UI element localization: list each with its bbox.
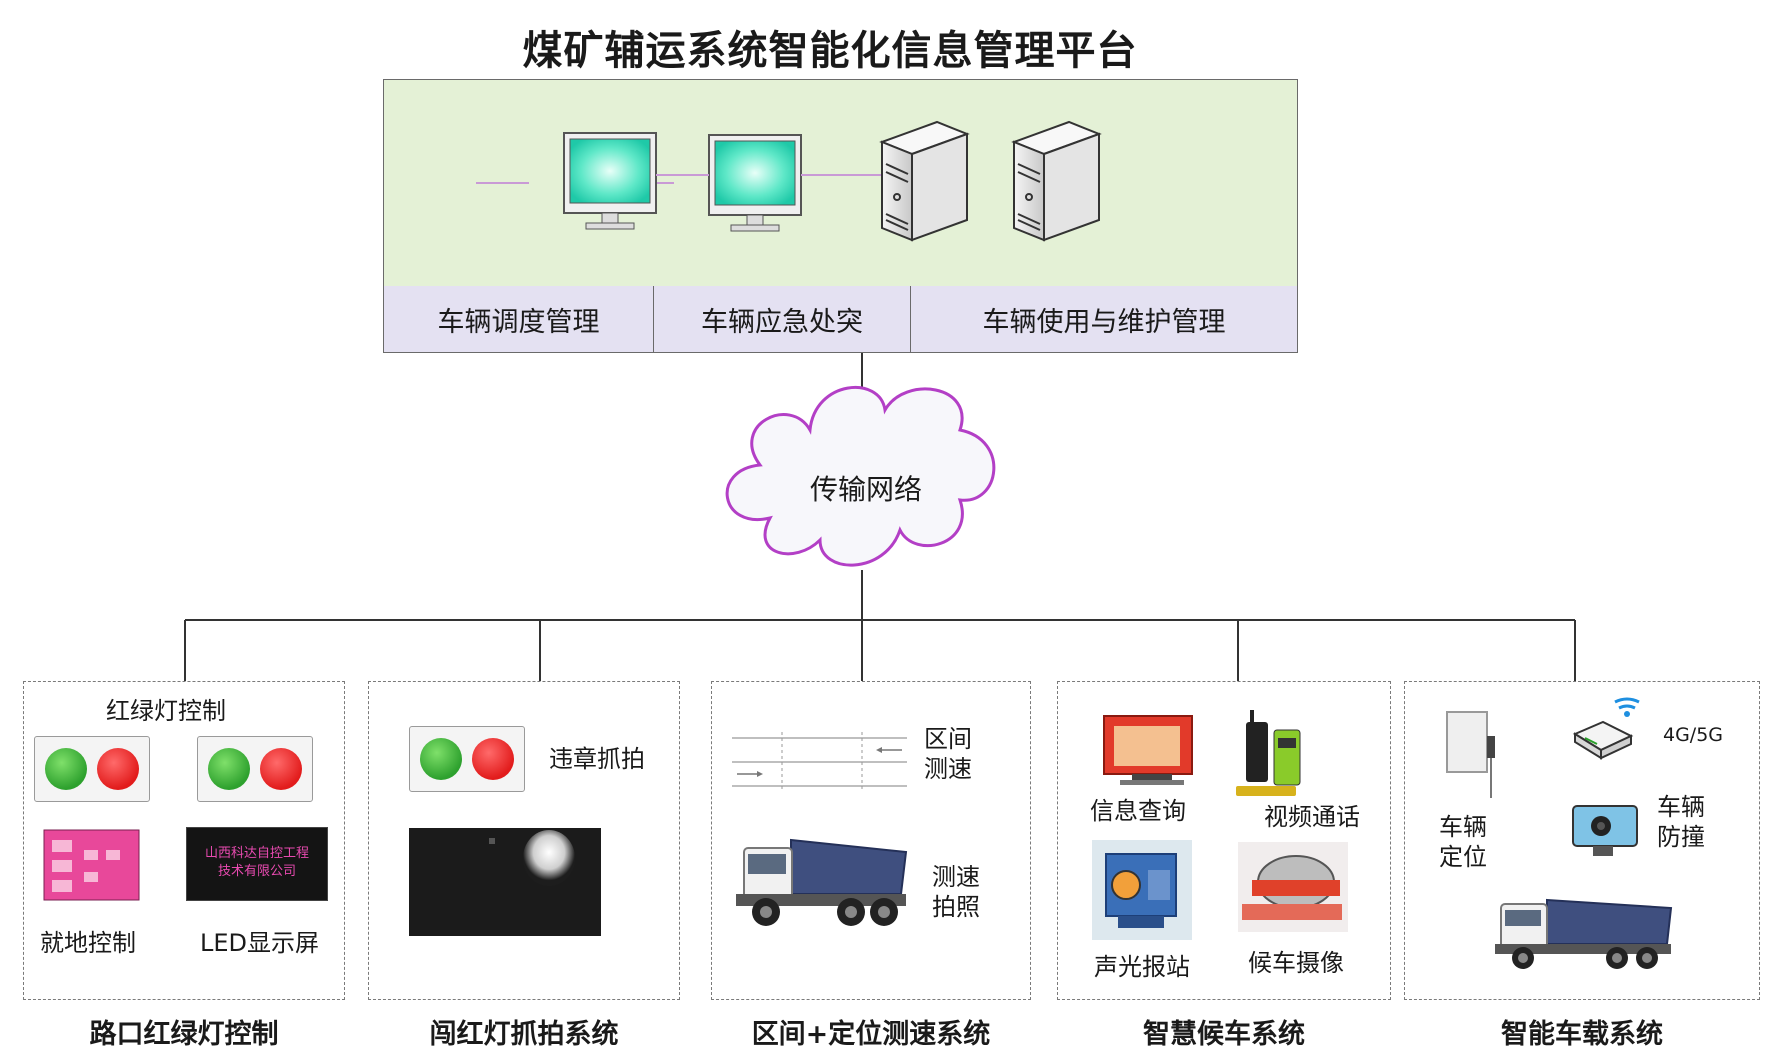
green-light-icon bbox=[208, 748, 250, 790]
green-light-icon bbox=[45, 748, 87, 790]
label-speed-photo: 测速 拍照 bbox=[932, 862, 980, 922]
subsystem-title-red-light-capture: 闯红灯抓拍系统 bbox=[429, 1019, 619, 1050]
positioning-reader-icon bbox=[1446, 711, 1495, 798]
platform-hardware-area bbox=[384, 80, 1297, 287]
module-vehicle-dispatch: 车辆调度管理 bbox=[384, 286, 654, 352]
subsystem-red-light-capture: 违章抓拍 bbox=[368, 681, 680, 1000]
platform-box: 车辆调度管理 车辆应急处突 车辆使用与维护管理 bbox=[383, 79, 1298, 353]
traffic-light-icon bbox=[197, 736, 313, 802]
red-light-icon bbox=[97, 748, 139, 790]
red-light-icon bbox=[260, 748, 302, 790]
info-terminal-icon bbox=[1103, 715, 1193, 785]
monitor-icon bbox=[563, 132, 657, 230]
platform-modules: 车辆调度管理 车辆应急处突 车辆使用与维护管理 bbox=[384, 286, 1297, 352]
cloud-icon bbox=[725, 386, 996, 567]
traffic-light-icon bbox=[34, 736, 150, 802]
platform-hardware-illustration bbox=[476, 120, 1102, 242]
led-display-text: 山西科达自控工程技术有限公司 bbox=[204, 846, 309, 879]
label-traffic-light-control: 红绿灯控制 bbox=[106, 697, 226, 725]
subsystem-speed-measurement: 区间 测速 测速 拍照 bbox=[711, 681, 1031, 1000]
traffic-light-icon bbox=[409, 726, 525, 792]
label-section-speed-text: 区间 测速 bbox=[924, 725, 972, 783]
subsystem-smart-waiting: 信息查询 视频通话 声光报站 候车摄像 bbox=[1057, 681, 1391, 1000]
label-violation-capture: 违章抓拍 bbox=[549, 745, 645, 773]
red-light-icon bbox=[472, 738, 514, 780]
label-led-display: LED显示屏 bbox=[200, 929, 320, 957]
camera-snapshot-image bbox=[409, 828, 601, 936]
label-info-query: 信息查询 bbox=[1090, 797, 1186, 825]
control-box-icon bbox=[43, 829, 140, 901]
dump-truck-icon bbox=[736, 838, 908, 926]
label-section-speed: 区间 测速 bbox=[924, 724, 972, 784]
audio-alarm-device-icon bbox=[1092, 840, 1192, 940]
subsystem-onboard: 车辆 定位 4G/5G 车辆 防撞 bbox=[1404, 681, 1760, 1000]
green-light-icon bbox=[420, 738, 462, 780]
subsystem-title-traffic-light: 路口红绿灯控制 bbox=[89, 1019, 279, 1050]
label-anti-collision-text: 车辆 防撞 bbox=[1657, 793, 1705, 851]
module-emergency-response: 车辆应急处突 bbox=[654, 286, 911, 352]
monitor-icon bbox=[708, 134, 802, 232]
network-label: 传输网络 bbox=[809, 473, 922, 506]
label-anti-collision: 车辆 防撞 bbox=[1657, 792, 1705, 852]
server-icon bbox=[879, 120, 970, 242]
label-vehicle-positioning-text: 车辆 定位 bbox=[1439, 813, 1487, 871]
page-title: 煤矿辅运系统智能化信息管理平台 bbox=[522, 28, 1138, 74]
anti-collision-device-icon bbox=[1572, 805, 1638, 856]
section-speed-diagram bbox=[732, 732, 907, 792]
module-maintenance-management: 车辆使用与维护管理 bbox=[911, 286, 1297, 352]
label-video-call: 视频通话 bbox=[1264, 803, 1360, 831]
label-vehicle-positioning: 车辆 定位 bbox=[1439, 812, 1487, 872]
waiting-camera-icon bbox=[1238, 842, 1348, 932]
led-display-icon: 山西科达自控工程技术有限公司 bbox=[186, 827, 328, 901]
video-call-device-icon bbox=[1236, 710, 1301, 796]
server-icon bbox=[1011, 120, 1102, 242]
label-4g5g: 4G/5G bbox=[1663, 724, 1724, 746]
label-audio-station: 声光报站 bbox=[1094, 953, 1190, 981]
wifi-router-icon bbox=[1572, 697, 1640, 760]
subsystem-traffic-light: 红绿灯控制 山西科达自控工程技术有限公司 就地控制 LED显示屏 bbox=[23, 681, 345, 1000]
label-local-control: 就地控制 bbox=[40, 929, 136, 957]
subsystem-title-smart-waiting: 智慧候车系统 bbox=[1143, 1019, 1305, 1050]
label-waiting-camera: 候车摄像 bbox=[1248, 949, 1344, 977]
subsystem-title-speed-measurement: 区间+定位测速系统 bbox=[751, 1019, 991, 1050]
onboard-truck-icon bbox=[1495, 898, 1673, 969]
subsystem-title-onboard: 智能车载系统 bbox=[1501, 1019, 1663, 1050]
label-speed-photo-text: 测速 拍照 bbox=[932, 863, 980, 921]
